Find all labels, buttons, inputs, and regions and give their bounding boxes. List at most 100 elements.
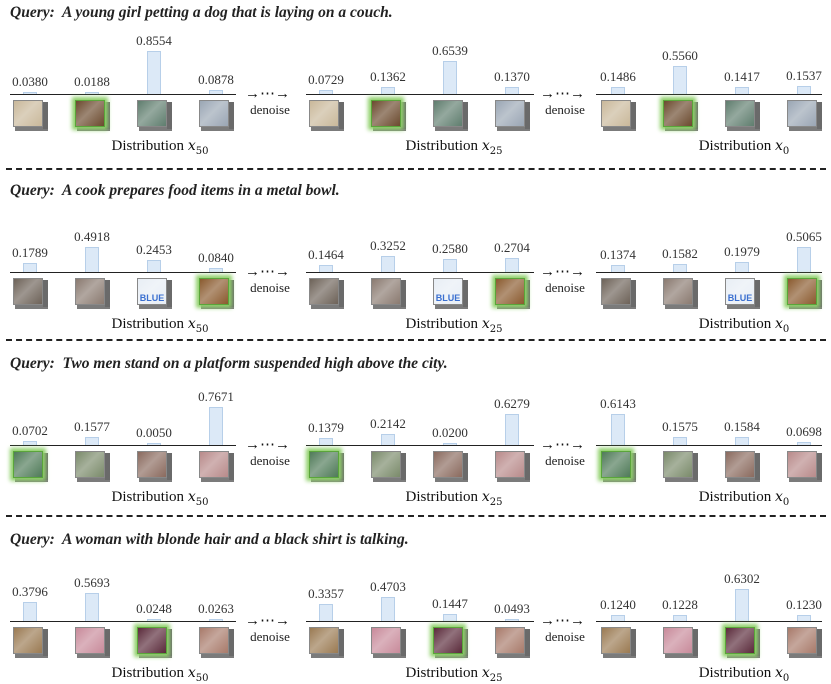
video-thumbnail[interactable] bbox=[75, 100, 111, 132]
probability-bar bbox=[319, 604, 333, 621]
probability-value: 0.5560 bbox=[662, 48, 698, 64]
video-thumbnail[interactable] bbox=[601, 100, 637, 132]
thumbnail-frame bbox=[13, 627, 43, 654]
video-thumbnail[interactable] bbox=[787, 627, 823, 659]
thumbnail-stack-bottom bbox=[435, 305, 468, 309]
distribution-step: 50 bbox=[195, 497, 209, 508]
distribution-label: Distribution x0 bbox=[674, 489, 814, 508]
video-thumbnail[interactable] bbox=[663, 451, 699, 483]
query-title: Query: A young girl petting a dog that i… bbox=[10, 4, 393, 22]
baseline-axis bbox=[10, 621, 236, 622]
probability-value: 0.4918 bbox=[74, 229, 110, 245]
probability-bar bbox=[443, 443, 457, 445]
thumbnail-stack-bottom bbox=[201, 478, 234, 482]
distribution-variable: x bbox=[774, 138, 783, 154]
distribution-label: Distribution x25 bbox=[384, 489, 524, 508]
thumbnail-stack-side bbox=[525, 629, 530, 656]
distribution-word: Distribution bbox=[111, 665, 188, 681]
video-thumbnail[interactable] bbox=[199, 100, 235, 132]
video-thumbnail[interactable] bbox=[13, 278, 49, 310]
probability-bar bbox=[85, 592, 99, 621]
video-thumbnail[interactable] bbox=[495, 627, 531, 659]
probability-bar bbox=[797, 86, 811, 94]
thumbnail-frame bbox=[199, 627, 229, 654]
video-thumbnail[interactable] bbox=[309, 278, 345, 310]
video-thumbnail[interactable]: BLUE bbox=[137, 278, 173, 310]
video-thumbnail[interactable] bbox=[787, 278, 823, 310]
video-thumbnail[interactable] bbox=[371, 100, 407, 132]
thumbnail-stack-side bbox=[693, 629, 698, 656]
video-thumbnail[interactable] bbox=[601, 451, 637, 483]
video-thumbnail[interactable]: BLUE bbox=[725, 278, 761, 310]
video-thumbnail[interactable] bbox=[601, 627, 637, 659]
video-thumbnail[interactable] bbox=[787, 100, 823, 132]
video-thumbnail[interactable] bbox=[787, 451, 823, 483]
video-thumbnail[interactable] bbox=[663, 627, 699, 659]
thumbnail-stack-side bbox=[105, 629, 110, 656]
denoise-arrow: →⋯→ bbox=[540, 86, 585, 102]
thumbnail-stack-side bbox=[755, 280, 760, 307]
thumbnail-frame bbox=[199, 278, 229, 305]
video-thumbnail[interactable] bbox=[725, 100, 761, 132]
video-thumbnail[interactable] bbox=[371, 278, 407, 310]
probability-value: 0.1240 bbox=[600, 596, 636, 612]
video-thumbnail[interactable]: BLUE bbox=[433, 278, 469, 310]
video-thumbnail[interactable] bbox=[309, 100, 345, 132]
video-thumbnail[interactable] bbox=[725, 451, 761, 483]
distribution-word: Distribution bbox=[405, 138, 482, 154]
video-thumbnail[interactable] bbox=[75, 278, 111, 310]
thumbnail-frame bbox=[663, 451, 693, 478]
baseline-axis bbox=[596, 621, 822, 622]
video-thumbnail[interactable] bbox=[495, 451, 531, 483]
thumbnail-stack-bottom bbox=[665, 478, 698, 482]
probability-value: 0.4703 bbox=[370, 579, 406, 595]
video-thumbnail[interactable] bbox=[309, 627, 345, 659]
video-thumbnail[interactable] bbox=[75, 627, 111, 659]
thumbnail-stack-side bbox=[525, 280, 530, 307]
video-thumbnail[interactable] bbox=[663, 100, 699, 132]
probability-value: 0.2453 bbox=[136, 241, 172, 257]
thumbnail-frame bbox=[495, 278, 525, 305]
video-thumbnail[interactable] bbox=[199, 627, 235, 659]
thumbnail-stack-bottom bbox=[15, 305, 48, 309]
video-thumbnail[interactable] bbox=[75, 451, 111, 483]
video-thumbnail[interactable] bbox=[371, 627, 407, 659]
video-thumbnail[interactable] bbox=[433, 100, 469, 132]
thumbnail-stack-bottom bbox=[77, 127, 110, 131]
video-thumbnail[interactable] bbox=[495, 100, 531, 132]
denoise-arrow: →⋯→ bbox=[245, 86, 290, 102]
thumbnail-frame bbox=[433, 451, 463, 478]
video-thumbnail[interactable] bbox=[137, 100, 173, 132]
probability-value: 0.0493 bbox=[494, 600, 530, 616]
denoise-arrow: →⋯→ bbox=[540, 437, 585, 453]
thumbnail-frame bbox=[371, 100, 401, 127]
video-thumbnail[interactable] bbox=[137, 451, 173, 483]
distribution-word: Distribution bbox=[698, 138, 775, 154]
video-thumbnail[interactable] bbox=[199, 278, 235, 310]
video-thumbnail[interactable] bbox=[601, 278, 637, 310]
video-thumbnail[interactable] bbox=[137, 627, 173, 659]
denoise-label: denoise bbox=[250, 280, 290, 295]
probability-bar bbox=[209, 406, 223, 445]
video-thumbnail[interactable] bbox=[433, 451, 469, 483]
probability-value: 0.6539 bbox=[432, 43, 468, 59]
video-thumbnail[interactable] bbox=[663, 278, 699, 310]
probability-value: 0.1370 bbox=[494, 69, 530, 85]
video-thumbnail[interactable] bbox=[13, 451, 49, 483]
probability-bar bbox=[611, 265, 625, 272]
distribution-label: Distribution x50 bbox=[90, 489, 230, 508]
video-thumbnail[interactable] bbox=[13, 100, 49, 132]
video-thumbnail[interactable] bbox=[199, 451, 235, 483]
query-label: Query: bbox=[10, 531, 55, 548]
thumbnail-frame bbox=[75, 278, 105, 305]
thumbnail-frame bbox=[309, 627, 339, 654]
video-thumbnail[interactable] bbox=[433, 627, 469, 659]
video-thumbnail[interactable] bbox=[309, 451, 345, 483]
video-thumbnail[interactable] bbox=[725, 627, 761, 659]
probability-value: 0.0698 bbox=[786, 423, 822, 439]
video-thumbnail[interactable] bbox=[495, 278, 531, 310]
thumbnail-stack-side bbox=[229, 280, 234, 307]
distribution-step: 25 bbox=[489, 324, 503, 335]
video-thumbnail[interactable] bbox=[371, 451, 407, 483]
video-thumbnail[interactable] bbox=[13, 627, 49, 659]
